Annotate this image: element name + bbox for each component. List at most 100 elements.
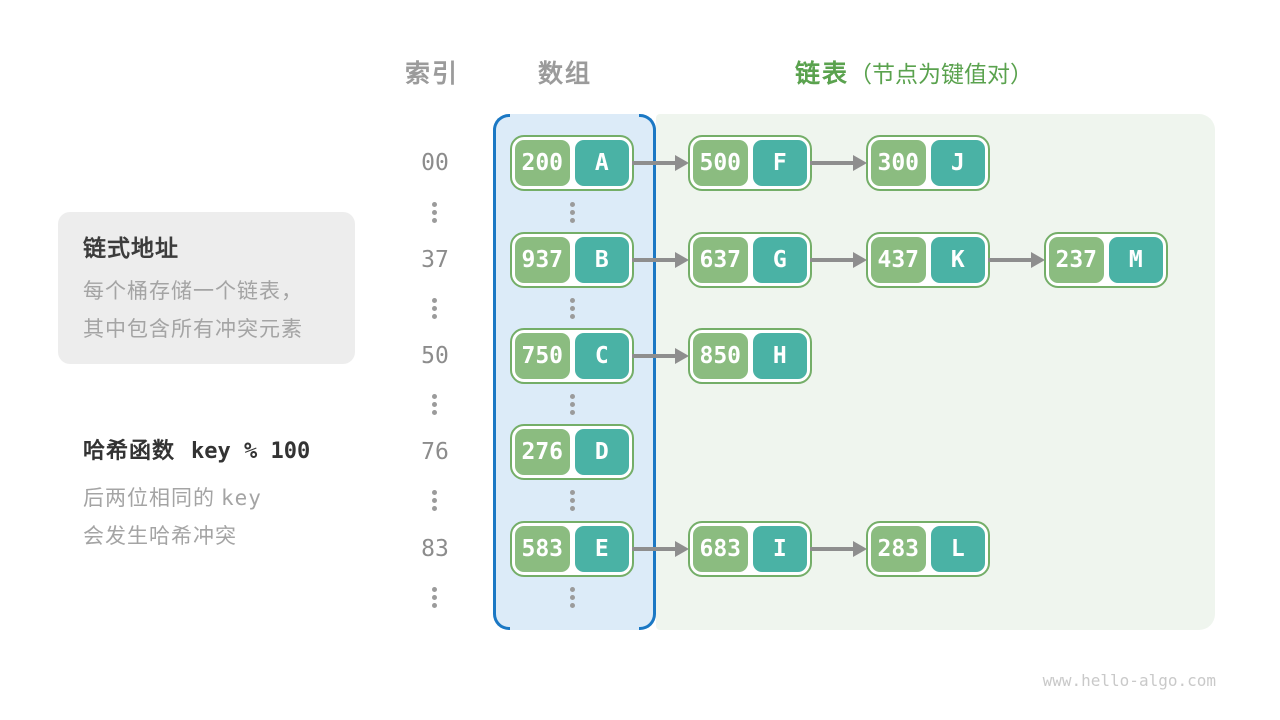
- ellipsis-dot: [432, 210, 437, 215]
- ellipsis-dot: [432, 587, 437, 592]
- key-cell: 276: [515, 429, 570, 475]
- ellipsis-dot: [570, 595, 575, 600]
- array-ellipsis: [570, 298, 575, 319]
- value-cell: G: [752, 237, 807, 283]
- ellipsis-dot: [432, 410, 437, 415]
- index-ellipsis: [432, 394, 437, 415]
- key-cell: 283: [871, 526, 926, 572]
- array-ellipsis: [570, 587, 575, 608]
- arrow-shaft: [632, 354, 679, 358]
- hash-note-line-1-text: 后两位相同的: [83, 487, 215, 510]
- array-ellipsis: [570, 202, 575, 223]
- ellipsis-dot: [570, 498, 575, 503]
- ellipsis-dot: [570, 314, 575, 319]
- ellipsis-dot: [570, 394, 575, 399]
- ellipsis-dot: [570, 587, 575, 592]
- index-ellipsis: [432, 202, 437, 223]
- callout-body: 每个桶存储一个链表， 其中包含所有冲突元素: [83, 273, 331, 349]
- key-cell: 237: [1049, 237, 1104, 283]
- ellipsis-dot: [570, 202, 575, 207]
- callout-title: 链式地址: [83, 235, 179, 261]
- key-cell: 500: [693, 140, 748, 186]
- arrow-shaft: [810, 258, 857, 262]
- value-cell: F: [752, 140, 807, 186]
- value-cell: M: [1108, 237, 1163, 283]
- callout-line-2: 其中包含所有冲突元素: [83, 318, 303, 341]
- ellipsis-dot: [432, 498, 437, 503]
- arrow-shaft: [632, 258, 679, 262]
- key-cell: 850: [693, 333, 748, 379]
- arrow-icon: [632, 328, 689, 384]
- arrow-icon: [810, 232, 867, 288]
- arrow-shaft: [632, 161, 679, 165]
- column-header-list-note: （节点为键值对）: [849, 61, 1034, 87]
- callout-line-1: 每个桶存储一个链表，: [83, 280, 303, 303]
- column-header-array: 数组: [538, 60, 593, 88]
- arrow-head: [675, 348, 689, 364]
- arrow-icon: [810, 521, 867, 577]
- ellipsis-dot: [570, 298, 575, 303]
- ellipsis-dot: [432, 314, 437, 319]
- hash-function-formula: key % 100: [191, 439, 311, 464]
- ellipsis-dot: [432, 506, 437, 511]
- array-bracket-left: [493, 114, 510, 630]
- ellipsis-dot: [570, 218, 575, 223]
- array-ellipsis: [570, 394, 575, 415]
- array-ellipsis: [570, 490, 575, 511]
- ellipsis-dot: [432, 394, 437, 399]
- arrow-icon: [810, 135, 867, 191]
- ellipsis-dot: [432, 595, 437, 600]
- hash-function-title: 哈希函数: [83, 438, 176, 463]
- ellipsis-dot: [570, 210, 575, 215]
- ellipsis-dot: [570, 402, 575, 407]
- key-cell: 750: [515, 333, 570, 379]
- value-cell: K: [930, 237, 985, 283]
- ellipsis-dot: [570, 410, 575, 415]
- key-cell: 300: [871, 140, 926, 186]
- ellipsis-dot: [432, 490, 437, 495]
- arrow-head: [675, 155, 689, 171]
- arrow-shaft: [988, 258, 1035, 262]
- ellipsis-dot: [570, 506, 575, 511]
- arrow-shaft: [632, 547, 679, 551]
- arrow-head: [1031, 252, 1045, 268]
- ellipsis-dot: [570, 306, 575, 311]
- value-cell: J: [930, 140, 985, 186]
- index-ellipsis: [432, 490, 437, 511]
- value-cell: B: [574, 237, 629, 283]
- ellipsis-dot: [432, 402, 437, 407]
- ellipsis-dot: [432, 306, 437, 311]
- arrow-icon: [632, 521, 689, 577]
- arrow-icon: [632, 135, 689, 191]
- value-cell: I: [752, 526, 807, 572]
- key-cell: 583: [515, 526, 570, 572]
- arrow-head: [853, 155, 867, 171]
- value-cell: E: [574, 526, 629, 572]
- index-label: 76: [421, 439, 449, 465]
- index-ellipsis: [432, 587, 437, 608]
- hash-function-line: 哈希函数 key % 100: [83, 433, 310, 465]
- watermark: www.hello-algo.com: [1042, 671, 1216, 690]
- index-label: 83: [421, 536, 449, 562]
- chaining-callout-box: 链式地址 每个桶存储一个链表， 其中包含所有冲突元素: [58, 212, 355, 364]
- column-header-index: 索引: [405, 60, 460, 88]
- hash-note-line-2: 会发生哈希冲突: [83, 525, 237, 548]
- value-cell: D: [574, 429, 629, 475]
